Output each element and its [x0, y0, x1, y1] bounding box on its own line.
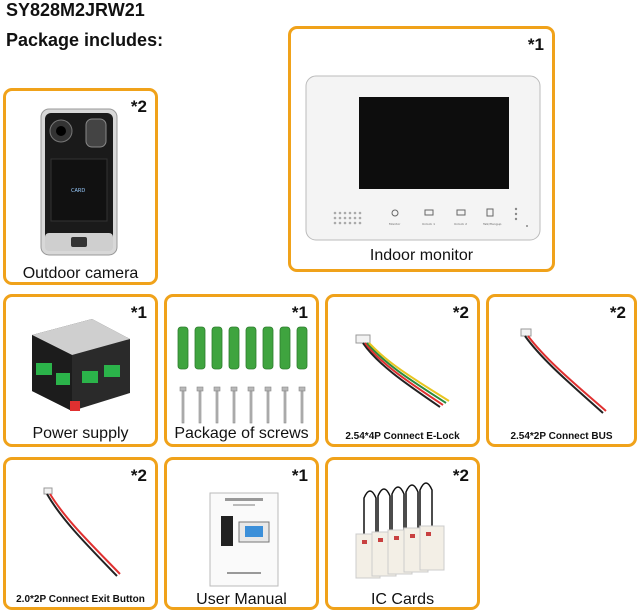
item-qty: *2 [609, 303, 626, 322]
item-package-of-screws: *1 Package of screws [164, 294, 319, 447]
item-elock-cable: *2 2.54*4P Connect E-Lock [325, 294, 480, 447]
item-user-manual: *1 User Manual [164, 457, 319, 610]
user-manual-image [209, 492, 279, 587]
item-qty: *2 [130, 466, 147, 485]
item-label: Power supply [32, 425, 129, 442]
item-qty: *1 [291, 303, 308, 322]
item-outdoor-camera: *2 CARD Outdoor camera [3, 88, 158, 285]
item-exit-button-cable: *2 2.0*2P Connect Exit Button [3, 457, 158, 610]
item-bus-cable: *2 2.54*2P Connect BUS [486, 294, 637, 447]
bus-cable-image [520, 328, 607, 414]
monitor-btn-monitor: Monitor [389, 222, 401, 226]
camera-card-label: CARD [71, 188, 85, 194]
outdoor-camera-image: CARD [40, 108, 118, 256]
indoor-monitor-image: Monitor Unlock 1 Unlock 2 Talk/Hangup [305, 75, 541, 241]
monitor-btn-unlock2: Unlock 2 [454, 222, 467, 226]
ic-cards-image [355, 482, 445, 579]
item-label: Package of screws [174, 425, 309, 442]
item-power-supply: *1 Power supply [3, 294, 158, 447]
item-qty: *2 [452, 303, 469, 322]
item-qty: *2 [130, 97, 147, 116]
item-qty: *1 [527, 35, 544, 54]
item-label: 2.54*2P Connect BUS [510, 431, 613, 442]
power-supply-image [32, 319, 130, 411]
item-label: 2.54*4P Connect E-Lock [345, 431, 460, 442]
exit-button-cable-image [43, 487, 121, 577]
elock-cable-image [355, 334, 450, 408]
monitor-btn-unlock1: Unlock 1 [422, 222, 435, 226]
item-label: User Manual [196, 591, 287, 608]
item-label: Indoor monitor [369, 247, 474, 264]
item-qty: *2 [452, 466, 469, 485]
item-indoor-monitor: *1 Monitor Unlock 1 Unlock 2 Talk/Hangup… [288, 26, 555, 272]
item-ic-cards: *2 IC Cards [325, 457, 480, 610]
item-label: IC Cards [370, 591, 435, 608]
item-label: Outdoor camera [22, 265, 139, 282]
item-qty: *1 [130, 303, 147, 322]
monitor-btn-talk: Talk/Hangup [482, 222, 502, 226]
screws-image [177, 326, 308, 424]
item-qty: *1 [291, 466, 308, 485]
item-label: 2.0*2P Connect Exit Button [16, 594, 145, 605]
package-heading: Package includes: [6, 30, 164, 50]
model-title: SY828M2JRW21 [6, 0, 145, 20]
